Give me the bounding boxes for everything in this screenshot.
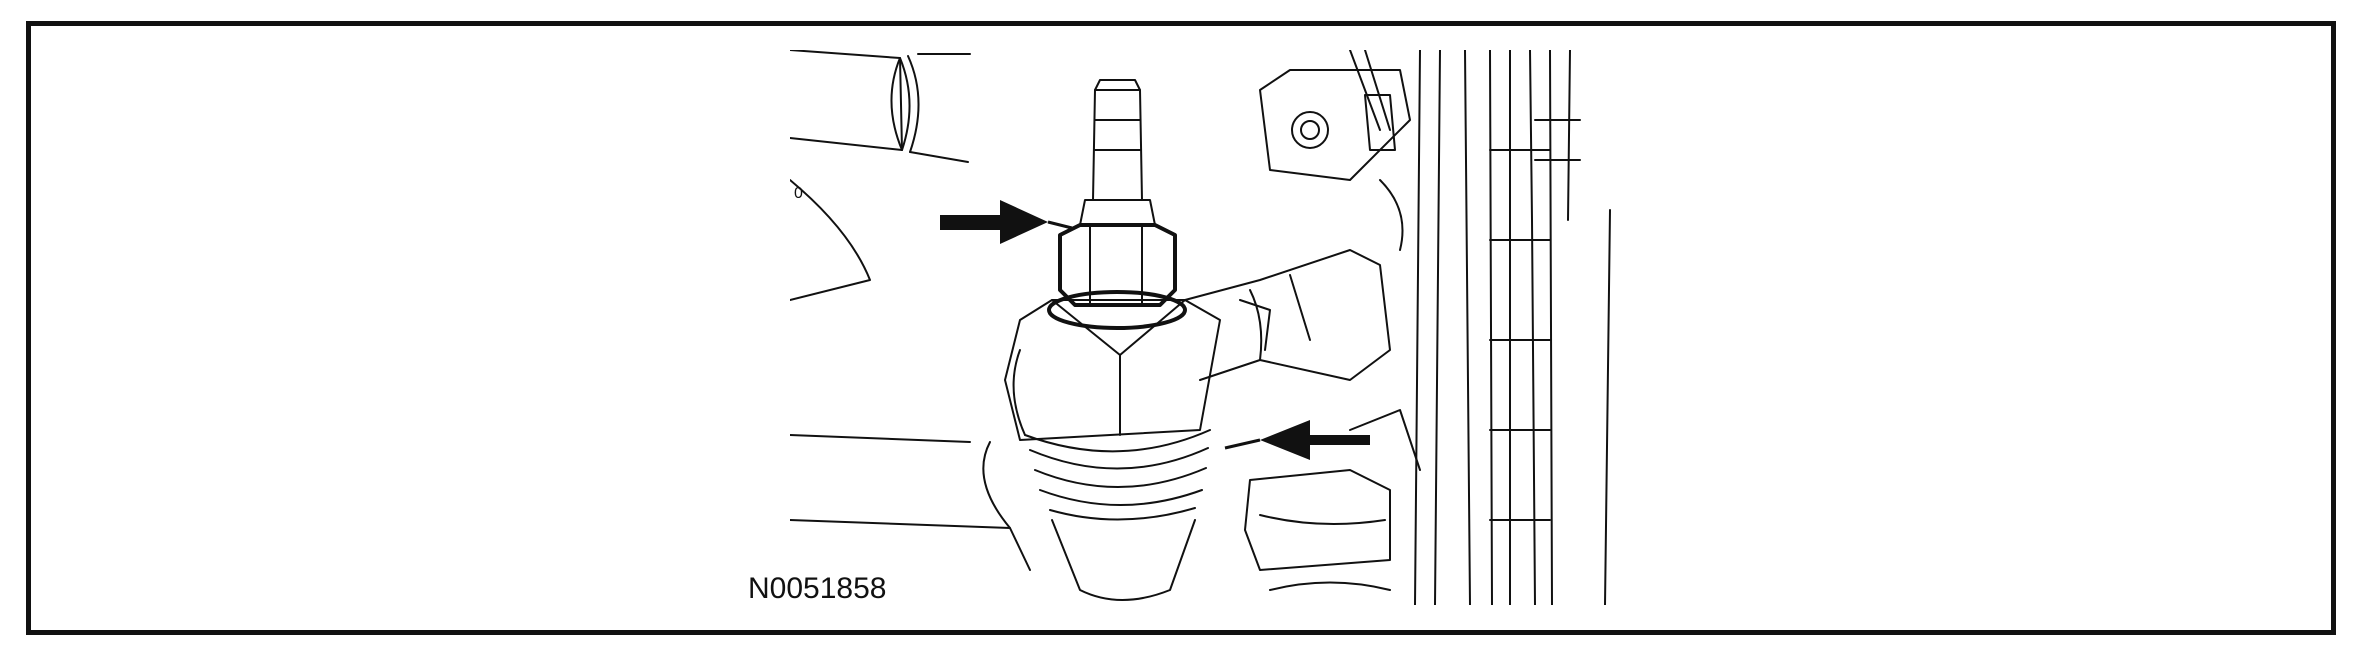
knuckle-hex xyxy=(1004,299,1221,441)
upper-shaft xyxy=(790,50,903,151)
ball-joint-illustration: 0 xyxy=(790,50,1640,605)
knuckle-arm xyxy=(1184,249,1391,381)
lower-callout-line xyxy=(1224,438,1261,450)
figure-id-label: N0051858 xyxy=(748,572,887,605)
stray-mark: 0 xyxy=(794,185,803,202)
lower-mount xyxy=(1244,469,1391,571)
nut xyxy=(1058,223,1177,307)
stud xyxy=(1092,89,1143,201)
upper-shaft-ring xyxy=(890,57,903,151)
figure-frame xyxy=(26,21,2336,635)
lower-arm xyxy=(790,434,971,443)
upper-callout-arrow xyxy=(940,200,1048,244)
upper-callout-line xyxy=(1047,220,1073,230)
bolt-head xyxy=(1291,111,1329,149)
callout-arrows xyxy=(940,200,1370,460)
washer xyxy=(1047,290,1187,330)
boot xyxy=(1024,429,1211,453)
strut xyxy=(1414,50,1421,605)
illustration-svg: 0 xyxy=(790,50,1611,605)
bracket xyxy=(1259,69,1411,181)
lower-callout-arrow xyxy=(1260,420,1370,460)
